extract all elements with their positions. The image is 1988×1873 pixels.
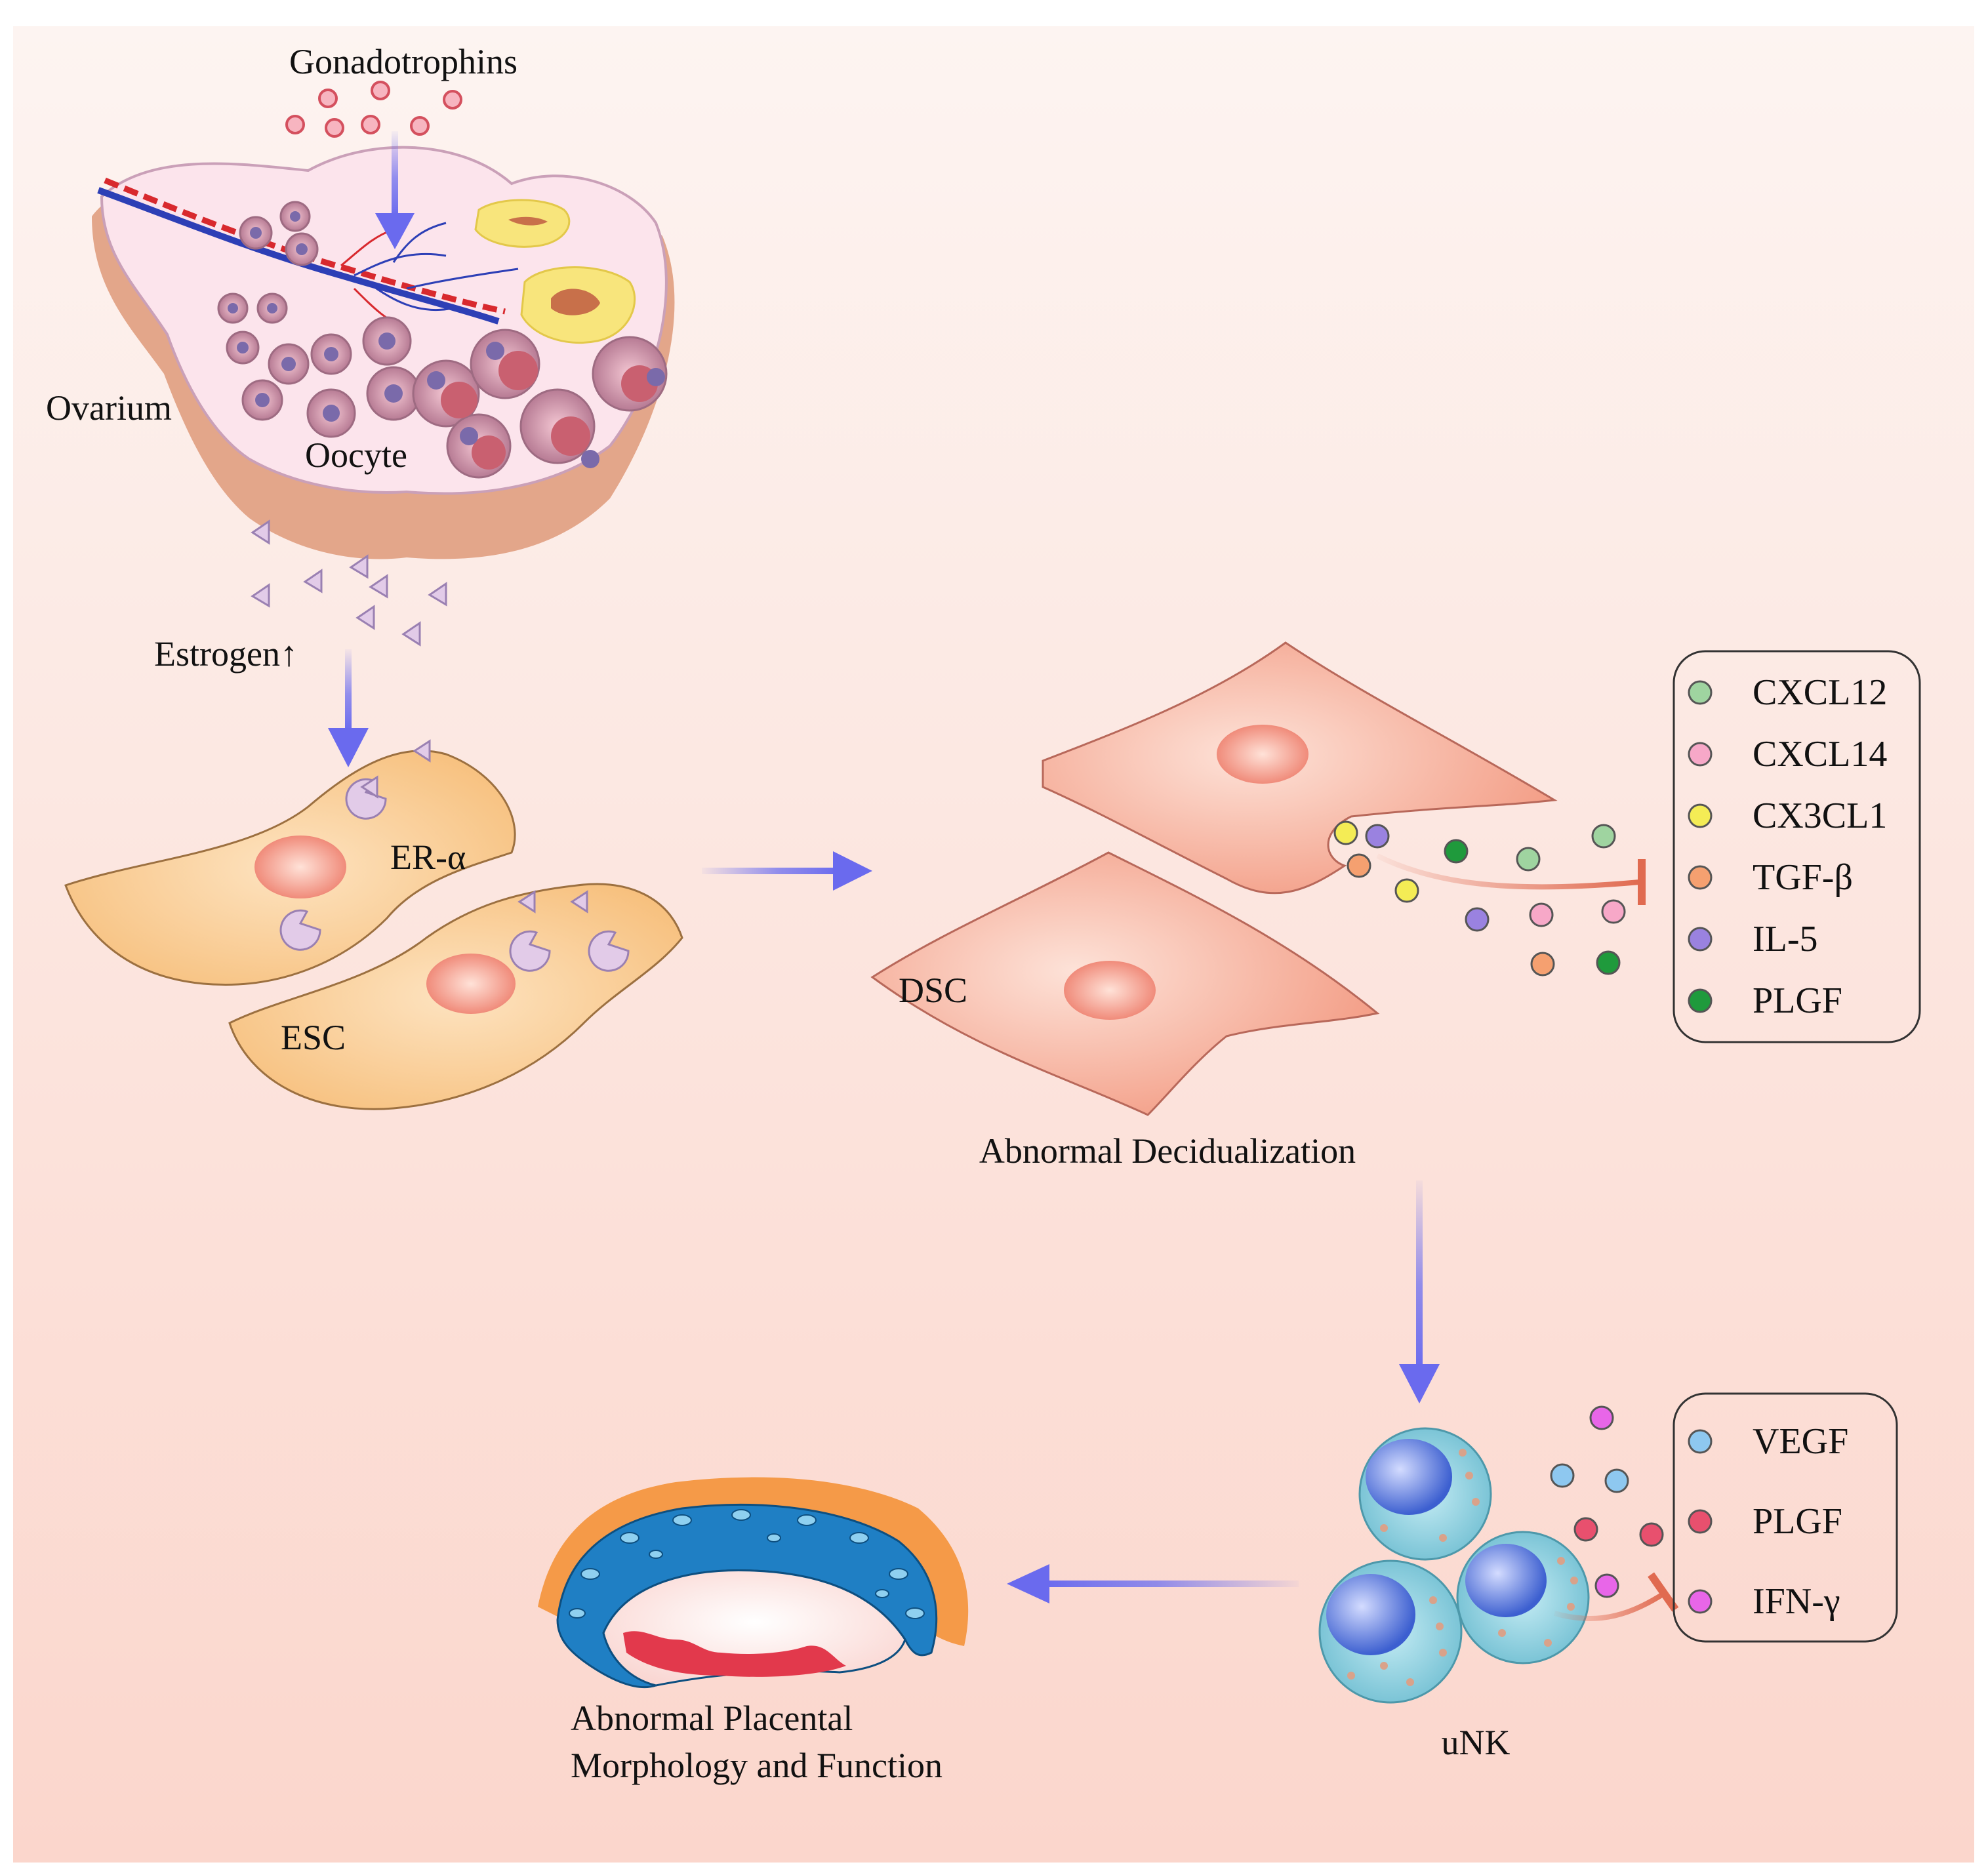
dsc-label: DSC — [899, 971, 967, 1010]
placenta-label-line2: Morphology and Function — [571, 1746, 943, 1785]
legend-dsc-label-2: CX3CL1 — [1753, 796, 1887, 836]
arrow-dsc-to-unk — [1399, 1180, 1440, 1403]
legend-dsc-label-5: PLGF — [1753, 980, 1842, 1021]
legend-unk-label-0: VEGF — [1753, 1421, 1848, 1462]
legend-dsc-label-0: CXCL12 — [1753, 672, 1887, 713]
arrow-gonadotrophins-to-ovary — [375, 131, 415, 249]
inhibition-arrow-unk — [1553, 1572, 1679, 1621]
legend-unk-swatch-1 — [1688, 1509, 1713, 1534]
placenta-illustration — [538, 1477, 969, 1689]
legend-dsc-swatch-0 — [1688, 680, 1713, 705]
dsc-secreted-particles — [1333, 820, 1626, 977]
legend-unk: VEGF PLGF IFN-γ — [1673, 1392, 1898, 1643]
estrogen-particles — [251, 519, 447, 647]
esc-cells — [64, 739, 683, 1110]
unk-cells — [1318, 1427, 1590, 1704]
ovarium-label: Ovarium — [46, 388, 172, 428]
legend-dsc-swatch-5 — [1688, 988, 1713, 1013]
legend-dsc-label-4: IL-5 — [1753, 919, 1818, 959]
arrow-estrogen-to-esc — [328, 649, 369, 767]
legend-unk-label-2: IFN-γ — [1753, 1581, 1840, 1622]
arrow-esc-to-dsc — [702, 851, 872, 891]
legend-dsc-swatch-1 — [1688, 742, 1713, 767]
dsc-cells — [870, 641, 1558, 1116]
legend-dsc-swatch-3 — [1688, 865, 1713, 890]
legend-unk-swatch-0 — [1688, 1429, 1713, 1454]
unk-label: uNK — [1442, 1723, 1511, 1762]
arrow-unk-to-placenta — [1007, 1564, 1299, 1603]
esc-label: ESC — [281, 1018, 346, 1057]
inhibition-arrow-dsc — [1376, 853, 1646, 905]
legend-unk-swatch-2 — [1688, 1589, 1713, 1614]
legend-unk-label-1: PLGF — [1753, 1501, 1842, 1542]
legend-dsc-label-1: CXCL14 — [1753, 734, 1887, 775]
gonadotrophin-particles — [285, 81, 462, 138]
oocyte-label: Oocyte — [305, 435, 407, 475]
ovary-illustration — [92, 146, 675, 559]
unk-secreted-particles — [1550, 1405, 1664, 1598]
placenta-label-line1: Abnormal Placental — [571, 1699, 853, 1738]
er-alpha-label: ER-α — [390, 837, 466, 877]
abnormal-decidualization-label: Abnormal Decidualization — [979, 1131, 1356, 1171]
legend-dsc-label-3: TGF-β — [1753, 857, 1853, 898]
estrogen-label: Estrogen↑ — [154, 634, 298, 674]
gonadotrophins-label: Gonadotrophins — [289, 42, 517, 81]
legend-dsc-swatch-2 — [1688, 803, 1713, 828]
legend-dsc-swatch-4 — [1688, 927, 1713, 952]
